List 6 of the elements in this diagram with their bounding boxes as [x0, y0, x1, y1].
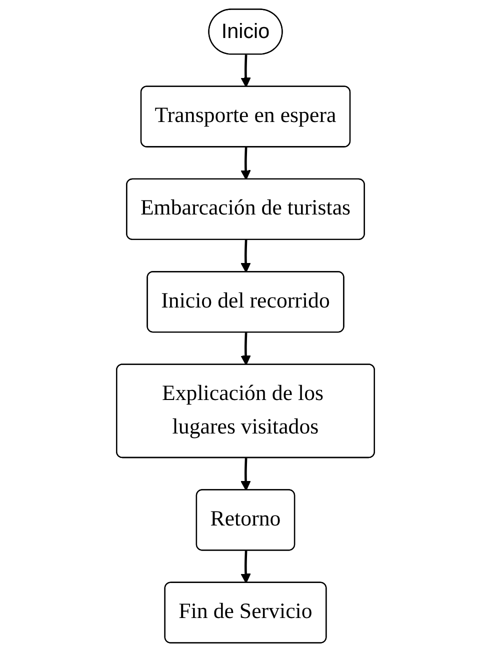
arrow [240, 332, 251, 366]
arrow [240, 550, 251, 584]
arrow [240, 240, 251, 273]
arrow [240, 458, 251, 491]
arrow [240, 54, 251, 88]
arrow [240, 147, 251, 180]
